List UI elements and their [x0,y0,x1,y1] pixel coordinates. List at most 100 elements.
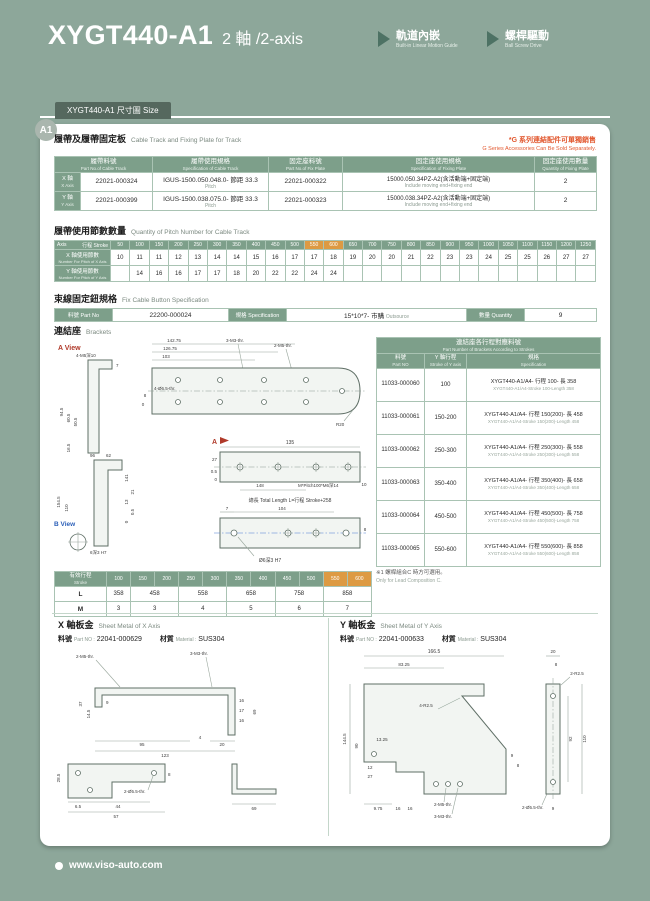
dim-label: 110 [582,735,587,743]
part-material-line: 料號 Part NO : 22041-000633 材質 Material : … [340,636,507,643]
dim-label: 2-R2.5 [570,671,584,676]
dim-label: 135 [286,440,295,446]
stroke-header-cell: 850 [420,240,441,250]
bracket-drawing: A View 4-M5深10 7 94.5 60.5 50.5 16.5 96 … [54,338,367,564]
pitch-value-cell: 18 [226,265,247,282]
section-title: 履帶及履帶固定板 [54,134,127,144]
pitch-value-cell [575,265,596,282]
stroke-header-cell: 950 [459,240,480,250]
total-length-label: 總長 Total Length L=行程 Stroke+258 [249,497,332,504]
dim-label: 13 [124,499,129,505]
length-cell: 558 [178,586,228,603]
section-title: Y 軸板金 [340,620,376,630]
dim-label: R20 [336,422,345,427]
stroke-header-cell: 350 [226,240,247,250]
dim-label: 10 [361,482,367,487]
dim-label: 14.5 [86,709,91,718]
dim-label: 8 [517,763,520,768]
qty-label-cell: 數量 Quantity [466,308,525,322]
dim-label: 57 [113,814,119,819]
footnote: ※1 螺桿組合C 時方可選用。 Only for Lead Compositio… [376,570,446,585]
dim-label: 4 [199,735,202,740]
page-footer: www.viso-auto.com [55,860,163,871]
stroke-header-cell: 250 [178,570,204,588]
stroke-header-cell: 250 [187,240,208,250]
bracket-side-profile [87,359,113,454]
pitch-value-cell: 17 [187,265,208,282]
dim-label: 92 [568,736,573,742]
dim-label: 2-M5-thr. [274,343,292,348]
dim-label: 8 [364,527,367,532]
divider [52,613,598,614]
dim-label: 37 [78,701,83,707]
dim-label: 7 [116,363,119,368]
dim-label: Ø6深3 H7 [259,557,281,564]
stroke-header-cell: 450 [274,570,300,588]
section-title: X 軸板金 [58,620,94,630]
dim-label: 166.5 [428,649,441,655]
page-header: XYGT440-A1 2 軸 /2-axis [48,20,303,51]
dim-label: 94.5 [59,407,64,416]
dim-label: 144.5 [342,733,347,745]
dim-label: 9.75 [374,806,383,811]
pitch-value-cell: 19 [342,249,364,266]
pitch-value-cell: 23 [459,249,480,266]
section-arrow-icon [220,437,229,444]
dim-label: 13.25 [376,737,388,742]
section-title: 束線固定鈕規格 [54,294,118,304]
pitch-value-cell: 18 [323,249,344,266]
length-row: L 358 458 558 658 758 858 [54,586,373,603]
part-no-cell: 22021-000399 [80,190,153,211]
dim-label: 6.5 [75,804,82,809]
accessories-note: *G 系列連結配件可單獨銷售 G Series Accessories Can … [482,137,596,152]
section-subtitle: Sheet Metal of Y Axis [380,623,442,630]
stroke-header-cell: 100 [105,570,132,588]
stroke-header-cell: 400 [245,240,267,250]
pitch-value-cell: 25 [517,249,538,266]
dim-label: 8 [168,772,171,777]
dim-label: 154.5 [56,496,61,508]
stroke-header-cell: 1100 [517,240,538,250]
dim-label: 69 [251,806,257,811]
dim-label: 28.5 [56,773,61,782]
part-material-line: 料號 Part NO : 22041-000629 材質 Material : … [58,636,225,643]
product-title: XYGT440-A1 [48,20,214,50]
dim-label: 103 [162,354,170,359]
pitch-value-cell: 20 [362,249,383,266]
length-cell: 358 [105,586,132,603]
dim-label: 148 [256,483,264,488]
dim-label: 0 [214,477,217,482]
pitch-value-cell [342,265,364,282]
cable-button-table: 料號 Part No 22200-000024 規格 Specification… [54,308,597,322]
part-no-cell: 22200-000024 [112,308,229,322]
dim-label: 27 [212,457,218,462]
dim-label: 27 [367,774,373,779]
pitch-value-cell: 22 [265,265,286,282]
pitch-value-cell: 11 [129,249,150,266]
stroke-header-cell: 650 [342,240,364,250]
arrow-right-icon [378,31,390,48]
dim-label: 9 [106,700,109,705]
pitch-value-cell: 17 [206,265,228,282]
dim-label: 16.5 [66,443,71,452]
stroke-header-cell: 1250 [575,240,596,250]
m-cell: 5 [226,601,276,618]
section-divider-line [40,116,610,118]
stroke-header-cell: 900 [439,240,461,250]
m-cell: 3 [130,601,180,618]
pitch-value-cell: 12 [168,249,189,266]
length-cell: 458 [130,586,180,603]
footer-url[interactable]: www.viso-auto.com [69,860,163,871]
x-sheet-section: X 軸板金 Sheet Metal of X Axis 料號 Part NO :… [58,618,318,644]
pitch-value-cell: 14 [226,249,247,266]
dim-label: 17 [239,708,245,713]
feature-sublabel: Built-in Linear Motion Guide [396,42,458,49]
page-badge: A1 [35,119,57,141]
bracket-row: 11033-000063 350-400 XYGT440-A1/A4- 行程 3… [376,467,602,502]
